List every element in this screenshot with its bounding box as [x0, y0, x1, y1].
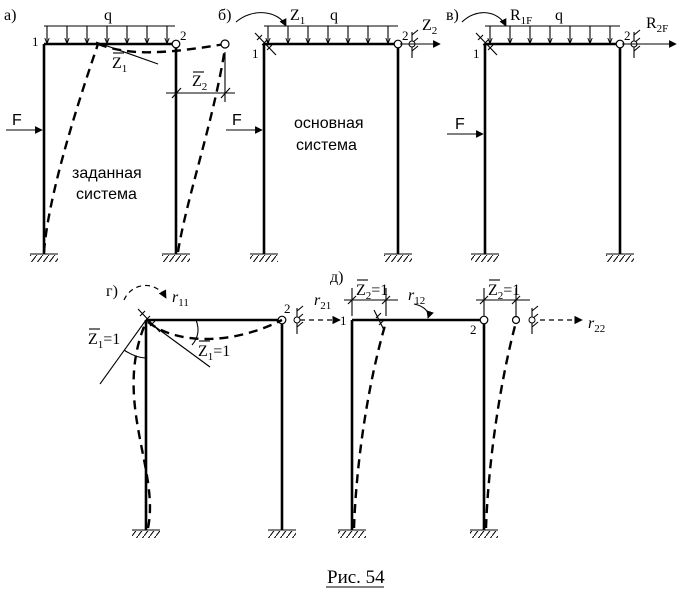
- rotation-tangent-2-g: [99, 319, 147, 385]
- distributed-load-b: [264, 25, 398, 43]
- fixed-support-right-d: [470, 529, 498, 538]
- node-2-d: 2: [470, 322, 477, 337]
- fixed-support-left-b: [250, 253, 278, 262]
- panel-d: д) 1 2 Z2=1: [330, 269, 605, 538]
- z2-label-b: Z2: [422, 17, 437, 37]
- basic-system-text-1: основная: [294, 115, 364, 132]
- given-system-text-2: система: [76, 186, 137, 203]
- deflected-right-column-d: [484, 321, 518, 529]
- node-1-d: 1: [340, 313, 347, 328]
- deflected-left-column-d: [352, 321, 388, 529]
- deflected-left-column-g: [132, 321, 152, 529]
- z2-unit-label-left-d: Z2=1: [356, 282, 388, 302]
- label-d: д): [330, 269, 343, 286]
- fixed-support-left-v: [471, 253, 499, 262]
- panel-a: а) q 1 2 F: [4, 7, 235, 262]
- force-label-b: F: [232, 112, 242, 129]
- rotation-lock-node-1-v: [475, 32, 498, 56]
- horizontal-link-node-2-g: [293, 305, 304, 334]
- basic-system-text-2: система: [296, 137, 357, 154]
- label-v: в): [446, 7, 459, 24]
- r1f-label-v: R1F: [510, 7, 532, 27]
- fixed-support-right-g: [268, 529, 296, 538]
- r12-label-d: r12: [408, 287, 425, 307]
- r12-reaction-arrow-d: [413, 303, 434, 319]
- hinge-node-2-d: [479, 315, 489, 325]
- panel-b: б) q 1 2: [218, 7, 441, 262]
- node-2-g: 2: [284, 301, 291, 316]
- deflected-beam-a: [97, 42, 226, 54]
- fixed-support-left-a: [30, 253, 58, 262]
- r1f-rotation-arrow-v: [461, 12, 507, 27]
- r22-label-d: r22: [588, 315, 605, 335]
- deflected-left-column-a: [42, 43, 100, 253]
- rotation-tangent-1-g: [145, 319, 211, 368]
- rotation-tangent-a: [95, 41, 159, 65]
- distributed-load-v: [485, 25, 620, 43]
- z1-unit-label-right-g: Z1=1: [198, 343, 230, 363]
- deflected-beam-g: [147, 318, 283, 341]
- node-2-b: 2: [402, 28, 409, 43]
- z2-unit-label-right-d: Z2=1: [488, 282, 520, 302]
- panel-v: в) q 1 2: [446, 7, 677, 262]
- load-label-q-b: q: [330, 7, 338, 24]
- fixed-support-right-v: [606, 253, 634, 262]
- load-label-q-v: q: [555, 7, 563, 24]
- node-1-v: 1: [473, 46, 480, 61]
- z1-bar-label-a: Z1: [112, 55, 127, 75]
- displaced-node-2-d: [511, 315, 521, 325]
- distributed-load-a: [44, 25, 175, 43]
- force-label-v: F: [455, 116, 465, 133]
- r2f-label-v: R2F: [646, 15, 668, 35]
- label-a: а): [4, 7, 16, 24]
- node-2-a: 2: [180, 28, 187, 43]
- z1-rotation-arrow-b: [235, 12, 287, 27]
- node-2-v: 2: [624, 28, 631, 43]
- fixed-support-left-g: [132, 529, 160, 538]
- fixed-support-right-b: [384, 253, 412, 262]
- label-b: б): [218, 7, 231, 24]
- load-label-q-a: q: [104, 7, 112, 24]
- deflected-right-column-a: [176, 47, 227, 253]
- node-1-a: 1: [32, 34, 39, 49]
- displaced-node-2-a: [220, 39, 230, 49]
- horizontal-link-node-2-d: [528, 305, 539, 334]
- node-1-b: 1: [252, 46, 259, 61]
- given-system-text-1: заданная: [72, 165, 142, 182]
- figure-caption: Рис. 54: [327, 567, 385, 588]
- hinge-node-2-a: [171, 39, 181, 49]
- fixed-support-right-a: [162, 253, 190, 262]
- rotation-lock-node-1-b: [254, 32, 277, 56]
- fixed-support-left-d: [338, 529, 366, 538]
- r11-label-g: r11: [172, 289, 189, 309]
- panel-g: г) 2 Z1=1 Z1=1: [88, 283, 341, 538]
- r11-reaction-arrow-g: [123, 284, 167, 301]
- r21-label-g: r21: [314, 292, 331, 312]
- z1-label-b: Z1: [290, 7, 305, 27]
- label-g: г): [106, 283, 118, 300]
- rotation-lock-node-1-d: [373, 309, 385, 331]
- z2-bar-label-a: Z2: [192, 73, 207, 93]
- force-label-a: F: [12, 112, 22, 129]
- z1-unit-label-left-g: Z1=1: [88, 331, 120, 351]
